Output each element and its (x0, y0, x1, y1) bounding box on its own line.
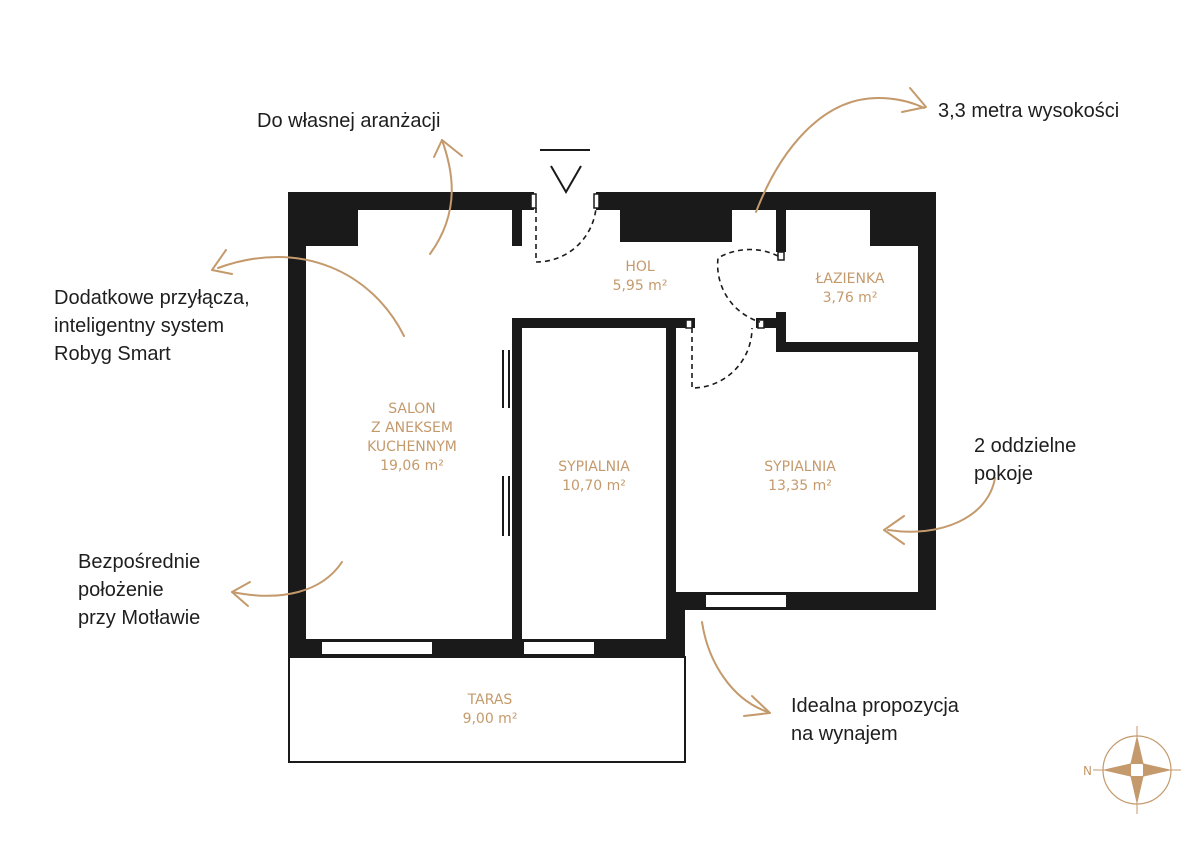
windows (322, 595, 786, 654)
room-sypialnia-2-name: SYPIALNIA (764, 459, 836, 475)
annotation-wynajem-line-2: na wynajem (791, 723, 898, 745)
room-salon-area: 19,06 m² (380, 458, 444, 474)
window-salon (322, 642, 432, 654)
sliding-doors (502, 350, 510, 536)
door-jambs (530, 193, 785, 329)
room-sypialnia-1: SYPIALNIA 10,70 m² (558, 458, 630, 496)
room-taras: TARAS 9,00 m² (463, 691, 518, 729)
room-hol-name: HOL (625, 259, 655, 275)
annotation-przylacza-line-3: Robyg Smart (54, 343, 171, 365)
wall-right (918, 192, 936, 610)
bathroom-door-swing (716, 248, 779, 323)
bedroom2-door-swing (691, 327, 753, 389)
annotation-aranzacja: Do własnej aranżacji (257, 107, 440, 135)
window-bedroom1 (524, 642, 594, 654)
room-salon-name-line-2: Z ANEKSEM (371, 420, 453, 436)
annotation-motlawa: Bezpośrednie położenie przy Motławie (78, 548, 200, 632)
annotation-wysokosc: 3,3 metra wysokości (938, 97, 1119, 125)
annotation-wysokosc-line-1: 3,3 metra wysokości (938, 100, 1120, 122)
wall-bedroom1-left (512, 318, 522, 648)
arrow-aranzacja (429, 139, 453, 255)
window-bedroom2 (706, 595, 786, 607)
wall-stub-entry (512, 200, 522, 246)
annotation-przylacza: Dodatkowe przyłącza, inteligentny system… (54, 284, 250, 368)
room-taras-name: TARAS (467, 692, 513, 708)
room-taras-area: 9,00 m² (462, 711, 518, 727)
wall-bath-left-upper (776, 208, 786, 252)
compass-north-label: N (1083, 764, 1092, 778)
annotation-pokoje-line-2: pokoje (974, 463, 1033, 485)
room-sypialnia-1-area: 10,70 m² (562, 478, 626, 494)
annotation-aranzacja-line-1: Do własnej aranżacji (257, 110, 441, 132)
room-sypialnia-2-area: 13,35 m² (768, 478, 832, 494)
annotation-pokoje: 2 oddzielne pokoje (974, 432, 1076, 488)
wall-bedroom1-top (512, 318, 695, 328)
compass-rose-icon: N (1083, 726, 1181, 814)
arrow-motlawa (231, 561, 343, 597)
room-salon-name-line-1: SALON (388, 401, 436, 417)
wall-left (288, 192, 306, 658)
annotation-arrows (211, 87, 996, 717)
entry-arrow-icon (540, 149, 590, 195)
annotation-przylacza-line-1: Dodatkowe przyłącza, (54, 287, 250, 309)
column-top-mid (620, 200, 732, 242)
annotation-pokoje-line-1: 2 oddzielne (974, 435, 1077, 457)
room-salon: SALON Z ANEKSEM KUCHENNYM 19,06 m² (367, 400, 457, 476)
annotation-motlawa-line-1: Bezpośrednie (78, 551, 201, 573)
wall-bath-bottom (776, 342, 936, 352)
annotation-wynajem-line-1: Idealna propozycja (791, 695, 959, 717)
wall-bath-left-lower (776, 312, 786, 352)
entry-door-swing (535, 207, 597, 263)
room-lazienka-name: ŁAZIENKA (815, 271, 885, 287)
arrow-przylacza (217, 255, 405, 337)
terrace-outline (288, 656, 686, 763)
room-lazienka-area: 3,76 m² (822, 290, 878, 306)
room-hol-area: 5,95 m² (612, 278, 668, 294)
annotation-motlawa-line-2: położenie (78, 579, 164, 601)
annotation-wynajem: Idealna propozycja na wynajem (791, 692, 959, 748)
room-sypialnia-1-name: SYPIALNIA (558, 459, 630, 475)
room-sypialnia-2: SYPIALNIA 13,35 m² (764, 458, 836, 496)
wall-bedroom1-right (666, 318, 676, 648)
annotation-motlawa-line-3: przy Motławie (78, 607, 201, 629)
arrow-pokoje (887, 477, 996, 533)
wall-bath-corner (756, 318, 786, 328)
room-lazienka: ŁAZIENKA 3,76 m² (816, 270, 885, 308)
annotation-przylacza-line-2: inteligentny system (54, 315, 225, 337)
room-salon-name-line-3: KUCHENNYM (367, 439, 457, 455)
door-swings (535, 207, 779, 389)
arrow-wynajem (701, 621, 769, 713)
room-hol: HOL 5,95 m² (613, 258, 668, 296)
arrow-wysokosc (755, 97, 925, 213)
